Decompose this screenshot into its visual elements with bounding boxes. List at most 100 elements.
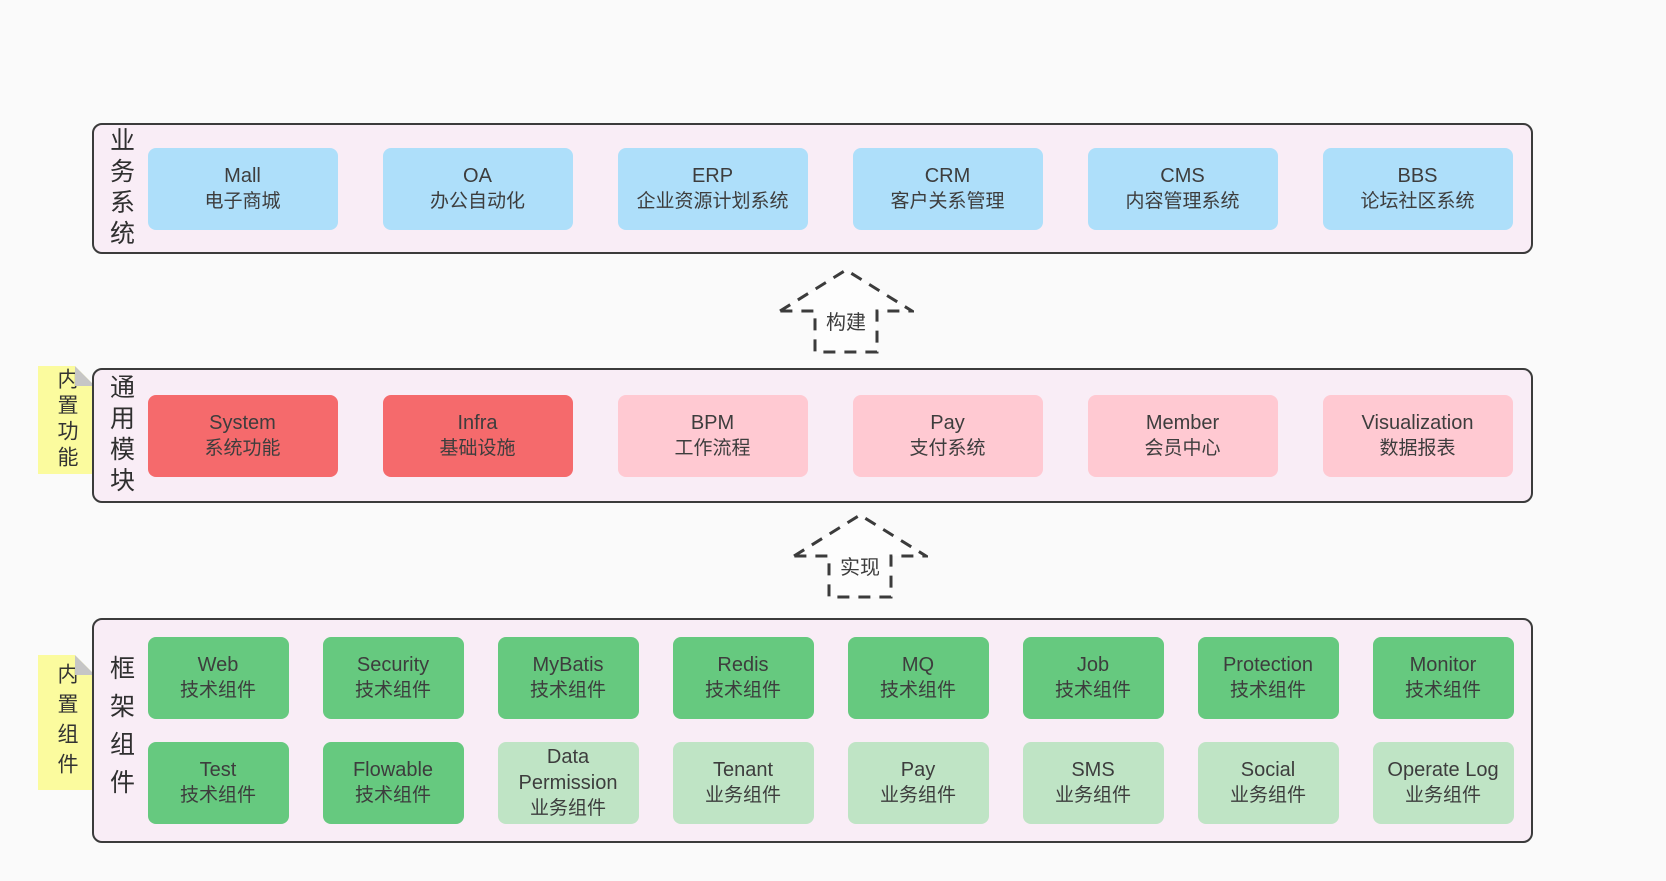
box-title: Member xyxy=(1145,411,1220,434)
box-social: Social 业务组件 xyxy=(1197,742,1339,824)
box-oa: OA 办公自动化 xyxy=(382,147,573,230)
box-mall: Mall 电子商城 xyxy=(147,147,338,230)
box-subtitle: 技术组件 xyxy=(1229,680,1306,701)
box-infra: Infra 基础设施 xyxy=(382,394,573,477)
box-title: ERP xyxy=(691,164,734,187)
box-title: Pay xyxy=(900,759,936,781)
box-pay: Pay 业务组件 xyxy=(847,742,989,824)
box-member: Member 会员中心 xyxy=(1087,394,1278,477)
box-subtitle: 技术组件 xyxy=(529,680,606,701)
box-subtitle: 客户关系管理 xyxy=(890,190,1005,212)
box-title: System xyxy=(209,411,276,434)
box-title: Tenant xyxy=(712,759,774,781)
box-title: Pay xyxy=(930,411,965,434)
box-title: Job xyxy=(1076,654,1110,676)
box-title: Test xyxy=(199,759,237,781)
box-subtitle: 业务组件 xyxy=(1229,785,1306,806)
band-label-business-systems: 业务系统 xyxy=(106,126,135,251)
box-subtitle: 系统功能 xyxy=(204,437,281,459)
sticky-note-builtin-features: 内置功能 xyxy=(38,366,95,474)
box-operate-log: Operate Log 业务组件 xyxy=(1372,742,1514,824)
box-subtitle: 工作流程 xyxy=(674,437,751,459)
box-title: Infra xyxy=(457,411,498,434)
band-label-common-modules: 通用模块 xyxy=(106,373,135,498)
box-pay: Pay 支付系统 xyxy=(852,394,1043,477)
box-monitor: Monitor 技术组件 xyxy=(1372,637,1514,719)
box-sms: SMS 业务组件 xyxy=(1022,742,1164,824)
box-title: BPM xyxy=(690,411,735,434)
box-title: MQ xyxy=(901,654,935,676)
box-subtitle: 办公自动化 xyxy=(429,190,525,212)
box-subtitle: 业务组件 xyxy=(1054,785,1131,806)
box-subtitle: 内容管理系统 xyxy=(1125,190,1240,212)
box-data-permission: Data Permission 业务组件 xyxy=(497,742,639,824)
box-system: System 系统功能 xyxy=(147,394,338,477)
box-title: Flowable xyxy=(352,759,434,781)
box-flowable: Flowable 技术组件 xyxy=(322,742,464,824)
box-subtitle: 会员中心 xyxy=(1144,437,1221,459)
box-title: Operate Log xyxy=(1387,759,1499,781)
box-cms: CMS 内容管理系统 xyxy=(1087,147,1278,230)
sticky-note-builtin-components: 内置组件 xyxy=(38,655,95,790)
box-title: Security xyxy=(356,654,430,676)
box-title: SMS xyxy=(1071,759,1115,781)
box-title: Redis xyxy=(717,654,769,676)
box-row: System 系统功能 Infra 基础设施 BPM 工作流程 Pay 支付系统 Member 会… xyxy=(147,394,1516,477)
box-subtitle: 技术组件 xyxy=(179,785,256,806)
box-title: BBS xyxy=(1397,164,1438,187)
box-title: Monitor xyxy=(1409,654,1477,676)
box-subtitle: 技术组件 xyxy=(879,680,956,701)
box-subtitle: 技术组件 xyxy=(354,785,431,806)
box-subtitle: 企业资源计划系统 xyxy=(636,190,789,212)
sticky-note-text: 内置功能 xyxy=(55,368,79,472)
dashed-up-arrow-implement: 实现 xyxy=(792,510,928,600)
box-subtitle: 基础设施 xyxy=(439,437,516,459)
box-subtitle: 支付系统 xyxy=(909,437,986,459)
box-subtitle: 数据报表 xyxy=(1379,437,1456,459)
box-subtitle: 业务组件 xyxy=(704,785,781,806)
box-title: Web xyxy=(197,654,239,676)
box-title: Protection xyxy=(1222,654,1314,676)
box-redis: Redis 技术组件 xyxy=(672,637,814,719)
box-subtitle: 论坛社区系统 xyxy=(1360,190,1475,212)
box-title: OA xyxy=(463,164,492,187)
box-subtitle: 业务组件 xyxy=(879,785,956,806)
box-tenant: Tenant 业务组件 xyxy=(672,742,814,824)
box-subtitle: 技术组件 xyxy=(1404,680,1481,701)
box-title: MyBatis xyxy=(532,654,604,676)
box-title: CMS xyxy=(1160,164,1205,187)
arrow-label-build: 构建 xyxy=(822,305,870,336)
box-crm: CRM 客户关系管理 xyxy=(852,147,1043,230)
band-rows: System 系统功能 Infra 基础设施 BPM 工作流程 Pay 支付系统 Member 会… xyxy=(147,394,1532,477)
box-subtitle: 技术组件 xyxy=(1054,680,1131,701)
box-mq: MQ 技术组件 xyxy=(847,637,989,719)
band-business-systems: 业务系统 Mall 电子商城 OA 办公自动化 ERP 企业资源计划系统 CRM 客户关系管理… xyxy=(92,123,1533,254)
box-subtitle: 业务组件 xyxy=(529,798,606,819)
dashed-up-arrow-build: 构建 xyxy=(778,265,914,355)
box-subtitle: 电子商城 xyxy=(204,190,281,212)
box-erp: ERP 企业资源计划系统 xyxy=(617,147,808,230)
box-title: Mall xyxy=(224,164,261,187)
box-subtitle: 技术组件 xyxy=(354,680,431,701)
box-title: Data Permission xyxy=(518,746,618,794)
sticky-note-text: 内置组件 xyxy=(55,662,79,783)
box-protection: Protection 技术组件 xyxy=(1197,637,1339,719)
box-title: CRM xyxy=(924,164,971,187)
band-common-modules: 通用模块 System 系统功能 Infra 基础设施 BPM 工作流程 Pay 支付系统 Me… xyxy=(92,368,1533,503)
box-bbs: BBS 论坛社区系统 xyxy=(1322,147,1513,230)
box-bpm: BPM 工作流程 xyxy=(617,394,808,477)
box-title: Social xyxy=(1240,759,1296,781)
band-label-framework-components: 框架组件 xyxy=(106,654,135,807)
box-test: Test 技术组件 xyxy=(147,742,289,824)
box-subtitle: 业务组件 xyxy=(1404,785,1481,806)
box-security: Security 技术组件 xyxy=(322,637,464,719)
arrow-label-implement: 实现 xyxy=(836,550,884,581)
box-subtitle: 技术组件 xyxy=(704,680,781,701)
